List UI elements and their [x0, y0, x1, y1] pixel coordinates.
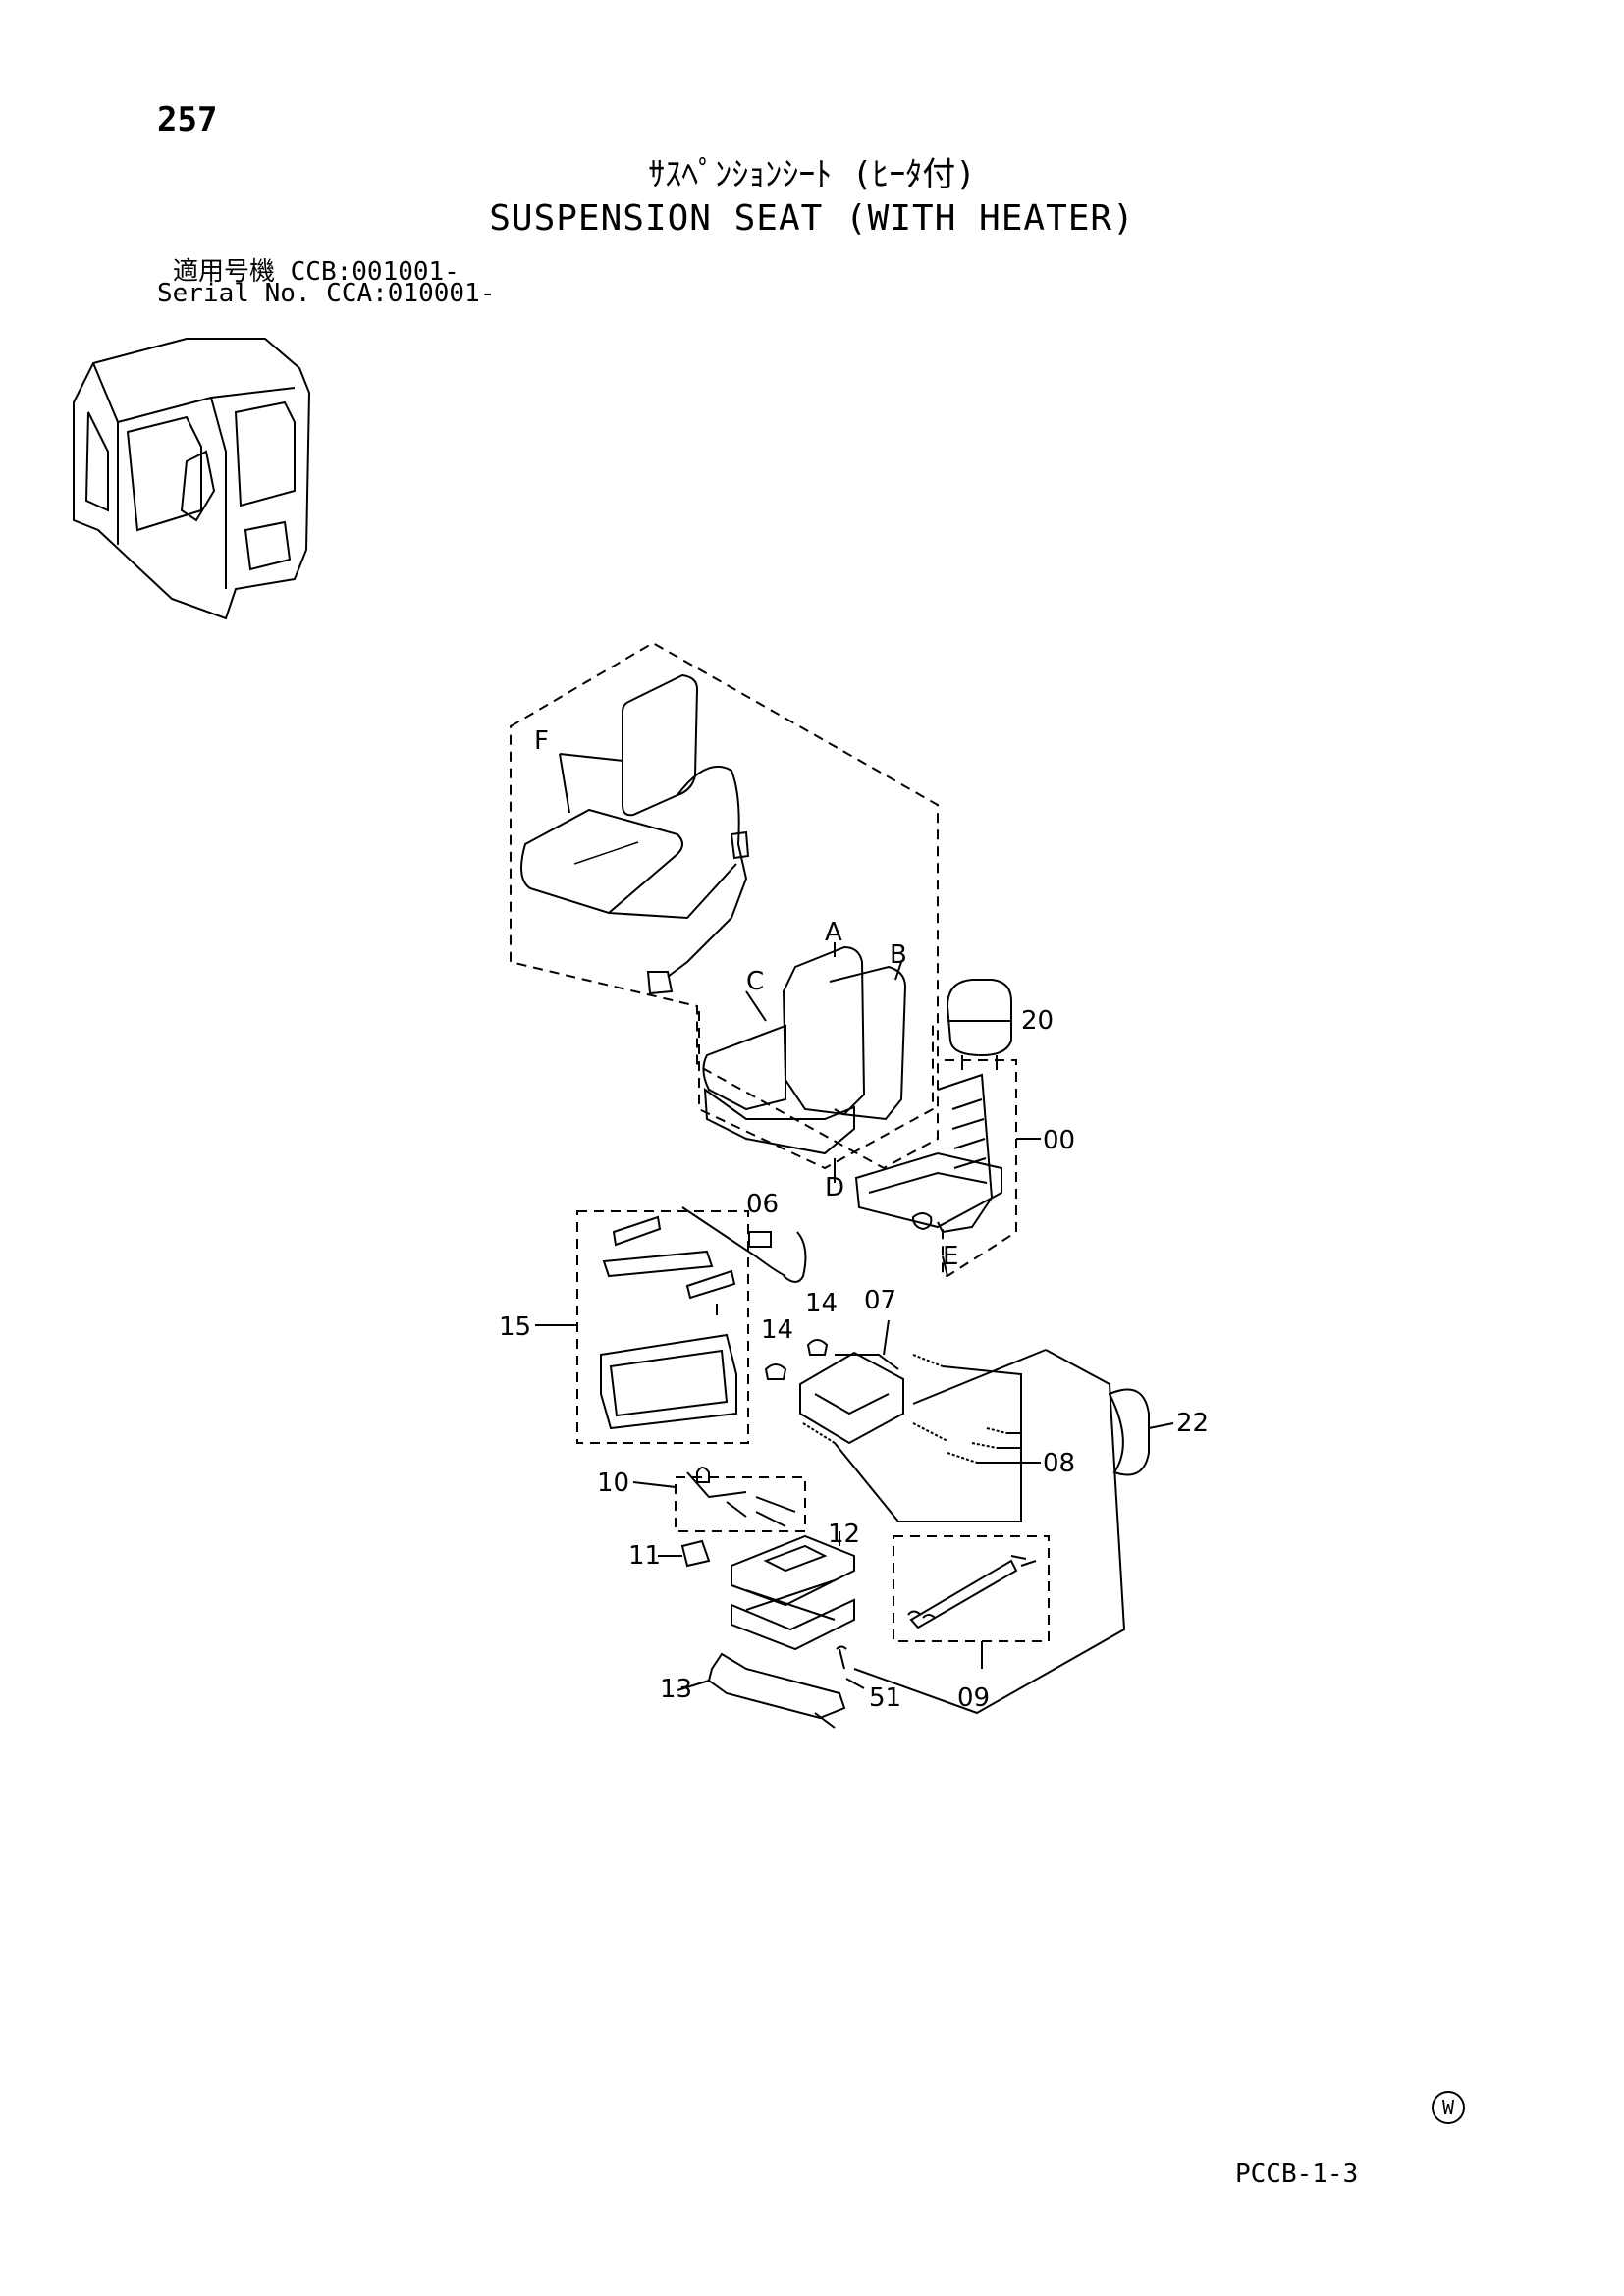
cable: [681, 1206, 807, 1283]
side-cover: [1108, 1388, 1150, 1476]
slide-rail-group: [576, 1210, 749, 1444]
callout-F: F: [534, 726, 549, 756]
adjuster-group: [675, 1467, 806, 1532]
callout-A: A: [825, 918, 842, 947]
serial-english: Serial No. CCA:010001-: [157, 279, 496, 308]
knob-b: [806, 1339, 829, 1356]
bracket: [680, 1539, 711, 1568]
springs: [802, 1354, 1007, 1464]
heater-harness: [667, 766, 748, 978]
title-japanese: ｻｽﾍﾟﾝｼｮﾝｼｰﾄ (ﾋｰﾀ付): [648, 155, 976, 194]
callout-00: 00: [1043, 1126, 1076, 1155]
callout-13: 13: [660, 1675, 693, 1704]
heater-group-outline: [510, 641, 939, 1170]
knob-a: [764, 1363, 787, 1380]
callout-D: D: [825, 1173, 845, 1202]
w-mark-symbol: W: [1432, 2091, 1465, 2124]
callout-51: 51: [869, 1683, 902, 1713]
seat-cushion-group: [698, 945, 934, 1170]
headrest: [946, 979, 1012, 1057]
bolt: [836, 1645, 847, 1670]
callout-09: 09: [957, 1683, 991, 1713]
cab-thumbnail: [73, 338, 311, 620]
scissor-base: [731, 1534, 855, 1651]
serial-japanese: 適用号機 CCB:001001-: [173, 257, 460, 287]
footer-code: PCCB-1-3: [1235, 2160, 1359, 2189]
callout-08: 08: [1043, 1449, 1076, 1478]
damper-group: [893, 1535, 1050, 1642]
callout-12: 12: [828, 1520, 861, 1549]
callout-14a: 14: [761, 1315, 794, 1345]
callout-14b: 14: [805, 1289, 839, 1318]
callout-11: 11: [628, 1541, 662, 1571]
callout-10: 10: [597, 1468, 630, 1498]
callout-15: 15: [499, 1312, 532, 1342]
heater-seat-pad: [520, 808, 683, 915]
callout-E: E: [943, 1242, 959, 1271]
callout-22: 22: [1176, 1409, 1210, 1438]
suspension-mechanism: [799, 1351, 904, 1445]
callout-06: 06: [746, 1190, 780, 1219]
callout-20: 20: [1021, 1006, 1055, 1036]
callout-C: C: [746, 967, 765, 996]
heater-back-pad: [622, 673, 699, 817]
callout-B: B: [890, 940, 907, 970]
title-english: SUSPENSION SEAT (WITH HEATER): [489, 198, 1135, 239]
page-number: 257: [157, 100, 218, 139]
seat-frame: [854, 1059, 1017, 1277]
callout-07: 07: [864, 1286, 897, 1315]
release-handle: [707, 1652, 846, 1720]
